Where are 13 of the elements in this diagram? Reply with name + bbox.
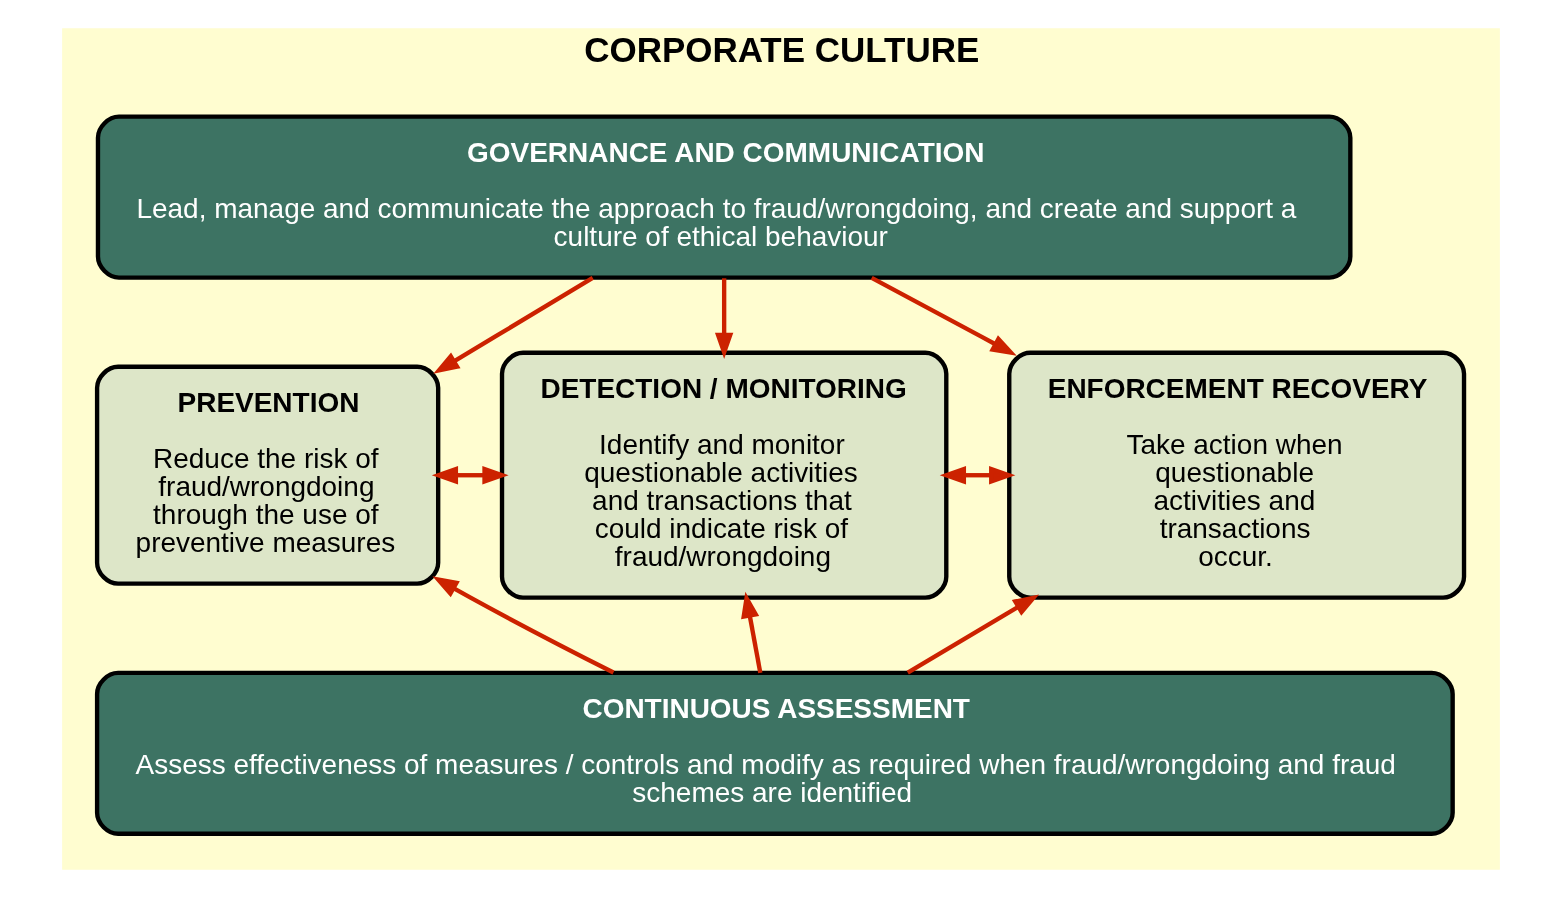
arrow: [714, 278, 733, 359]
arrow: [431, 466, 509, 485]
arrow: [740, 591, 762, 674]
node-box: ENFORCEMENT RECOVERY Take action when questionable activities and transactions occur.: [1006, 350, 1466, 600]
arrow: [939, 466, 1015, 485]
node-box: DETECTION / MONITORING Identify and monitor questionable activities and transactions that could indicate risk of fraud/wrongdoing: [499, 350, 948, 600]
arrow: [906, 594, 1039, 675]
arrow: [431, 576, 614, 675]
node-box: CONTINUOUS ASSESSMENT Assess effectiveness of measures / controls and modify as required when fraud/wrongdoing and fraud schemes are identified: [94, 670, 1455, 836]
arrow: [432, 276, 594, 374]
arrow: [870, 276, 1017, 356]
node-box: GOVERNANCE AND COMMUNICATION Lead, manage and communicate the approach to fraud/wrongdoing, and create and support a culture of ethical behaviour: [95, 114, 1353, 280]
node-box: PREVENTION Reduce the risk of fraud/wrongdoing through the use of preventive measures: [94, 364, 440, 586]
